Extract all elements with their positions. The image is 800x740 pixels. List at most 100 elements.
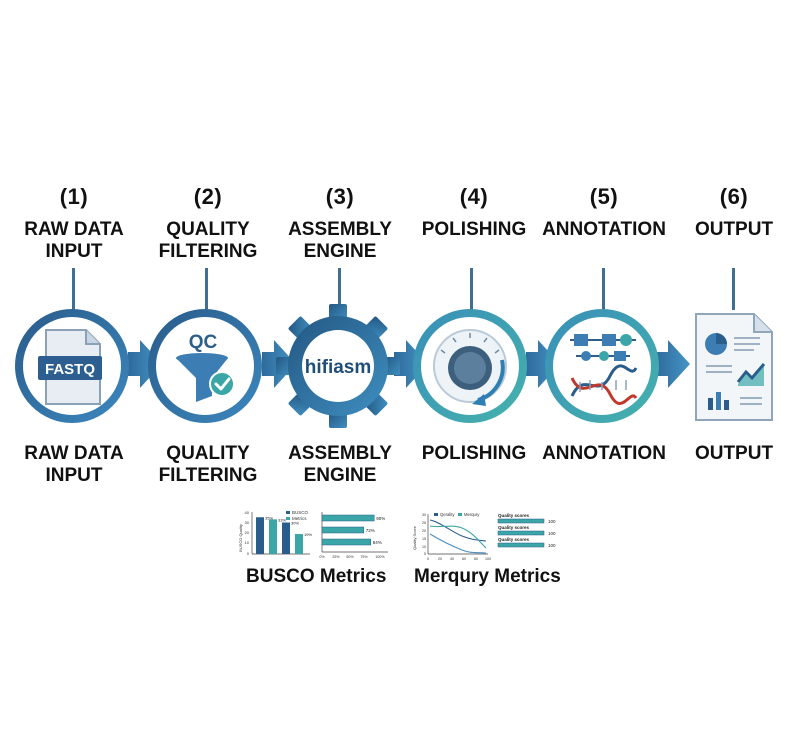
busco-hbar [321, 538, 371, 546]
step-4-number: (4) [459, 184, 489, 209]
busco-xtick: 100% [375, 555, 385, 559]
busco-ytick: 0 [247, 551, 250, 556]
busco-bar [256, 517, 264, 554]
merqury-xtick: 20 [438, 557, 442, 561]
arrow-5-icon [656, 340, 690, 388]
merqury-score-label: Quality scores [498, 513, 530, 518]
busco-hbar-label: 90% [376, 516, 385, 521]
busco-hbar-label: 72% [366, 528, 375, 533]
step-5-bottom-label: ANNOTATION [542, 443, 666, 464]
merqury-score-label: Quality scores [498, 537, 530, 542]
merqury-metrics-chart: Quality Score 30 25 20 15 10 5 0 20 40 6… [412, 512, 556, 561]
busco-metrics-chart: BUSCO Quality 40 30 20 10 0 35% 33% 30% 19%… [238, 510, 388, 559]
merqury-y-axis-label: Quality Score [412, 525, 417, 550]
arrow-1-icon [128, 340, 162, 388]
busco-hbar-label: 84% [373, 540, 382, 545]
step-2-number: (2) [193, 184, 223, 209]
merqury-legend-swatch [434, 513, 438, 516]
merqury-line-quality [429, 519, 487, 542]
merqury-score-label: Quality scores [498, 525, 530, 530]
busco-xtick: 0% [319, 555, 325, 559]
merqury-score-value: 100 [548, 531, 556, 536]
step-4-top-label: POLISHING [421, 219, 527, 240]
step-5-number: (5) [589, 184, 619, 209]
busco-xtick: 25% [332, 555, 340, 559]
step-1-number: (1) [59, 184, 89, 209]
busco-bar-label: 35% [265, 515, 273, 520]
busco-bar-label: 19% [304, 532, 312, 537]
merqury-caption: Merqury Metrics [414, 566, 561, 587]
step-6-connector [732, 268, 735, 310]
busco-bar-label: 33% [278, 517, 286, 522]
merqury-score-bar [497, 530, 545, 536]
step-2-connector [205, 268, 208, 310]
arrow-4-icon [526, 340, 560, 388]
busco-bar-label: 30% [291, 521, 299, 526]
merqury-xtick: 0 [427, 557, 429, 561]
busco-bar [282, 522, 290, 554]
merqury-legend-swatch [458, 513, 462, 516]
step-3-number: (3) [325, 184, 355, 209]
step-5-connector [602, 268, 605, 310]
step-6-number: (6) [719, 184, 749, 209]
pipeline-row: FASTQ QC [15, 304, 773, 428]
polishing-knob-icon [413, 309, 527, 423]
merqury-xtick: 40 [450, 557, 454, 561]
merqury-ytick: 25 [422, 521, 426, 525]
merqury-legend-item: Merqury [464, 512, 480, 517]
svg-text:FASTQ: FASTQ [45, 361, 95, 378]
merqury-score-bar [497, 518, 545, 524]
busco-y-axis-label: BUSCO Quality [238, 524, 243, 552]
busco-xtick: 50% [346, 555, 354, 559]
step-6-bottom-label: OUTPUT [694, 443, 774, 464]
merqury-legend-item: Qerality [440, 512, 455, 517]
busco-ytick: 10 [245, 540, 250, 545]
hifiasm-gear-icon: hifiasm [276, 304, 400, 428]
merqury-xtick: 100 [485, 557, 491, 561]
svg-text:hifiasm: hifiasm [305, 357, 372, 378]
svg-text:QC: QC [189, 332, 218, 353]
step-5-top-label: ANNOTATION [542, 219, 666, 240]
busco-ytick: 20 [245, 530, 250, 535]
busco-ytick: 40 [245, 510, 250, 515]
step-1-connector [72, 268, 75, 310]
merqury-line-extra [429, 533, 487, 554]
fastq-file-icon: FASTQ [15, 309, 129, 423]
busco-xtick: 75% [360, 555, 368, 559]
busco-ytick: 30 [245, 520, 250, 525]
output-report-icon [695, 313, 773, 421]
merqury-ytick: 15 [422, 537, 426, 541]
qc-funnel-icon: QC [148, 309, 262, 423]
step-4-connector [470, 268, 473, 310]
merqury-ytick: 5 [424, 552, 426, 556]
merqury-line-merqury [429, 525, 487, 549]
busco-legend-item: Metrics [292, 516, 307, 521]
merqury-score-value: 100 [548, 519, 556, 524]
merqury-score-value: 100 [548, 543, 556, 548]
merqury-score-bar [497, 542, 545, 548]
merqury-xtick: 80 [474, 557, 478, 561]
busco-bar [295, 534, 303, 554]
busco-legend-swatch [286, 511, 290, 514]
busco-bar [269, 519, 277, 554]
arrow-3-icon [394, 340, 428, 388]
merqury-ytick: 30 [422, 513, 426, 517]
busco-legend-swatch [286, 517, 290, 520]
step-4-bottom-label: POLISHING [421, 443, 527, 464]
busco-hbar [321, 526, 365, 534]
busco-legend-item: BUSCO [292, 510, 309, 515]
annotation-dna-icon [545, 309, 659, 423]
busco-caption: BUSCO Metrics [246, 566, 387, 587]
merqury-ytick: 10 [422, 545, 426, 549]
step-3-connector [338, 268, 341, 310]
busco-hbar [321, 514, 375, 522]
merqury-ytick: 20 [422, 529, 426, 533]
merqury-xtick: 60 [462, 557, 466, 561]
